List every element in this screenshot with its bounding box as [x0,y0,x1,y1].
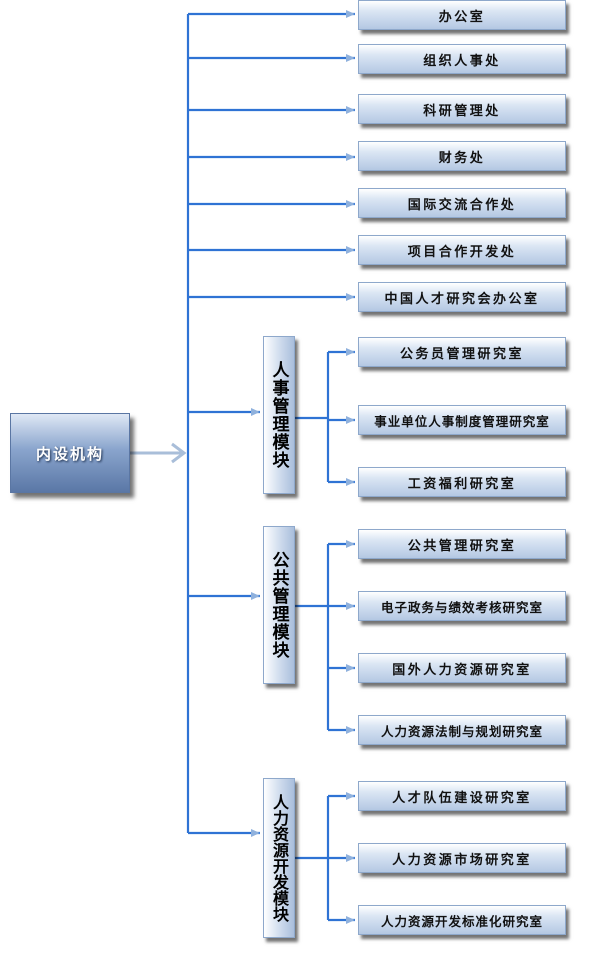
module-node-hr-development: 人力资源开发模块 [263,778,295,938]
module-node-personnel-management: 人事管理模块 [263,336,295,494]
office-node: 公共管理研究室 [358,529,566,559]
dept-node: 组织人事处 [358,44,566,74]
office-node: 人力资源市场研究室 [358,843,566,873]
office-node: 人力资源法制与规划研究室 [358,715,566,745]
office-node: 公务员管理研究室 [358,337,566,367]
module-node-public-management: 公共管理模块 [263,526,295,684]
dept-node: 办公室 [358,0,566,30]
dept-node: 项目合作开发处 [358,235,566,265]
dept-node: 财务处 [358,141,566,171]
root-node-internal-institutions: 内设机构 [10,413,130,493]
office-node: 人力资源开发标准化研究室 [358,905,566,935]
office-node: 事业单位人事制度管理研究室 [358,405,566,435]
dept-node: 中国人才研究会办公室 [358,282,566,312]
office-node: 人才队伍建设研究室 [358,781,566,811]
office-node: 国外人力资源研究室 [358,653,566,683]
office-node: 工资福利研究室 [358,467,566,497]
office-node: 电子政务与绩效考核研究室 [358,591,566,621]
dept-node: 国际交流合作处 [358,188,566,218]
dept-node: 科研管理处 [358,94,566,124]
root-arrow [130,442,187,464]
